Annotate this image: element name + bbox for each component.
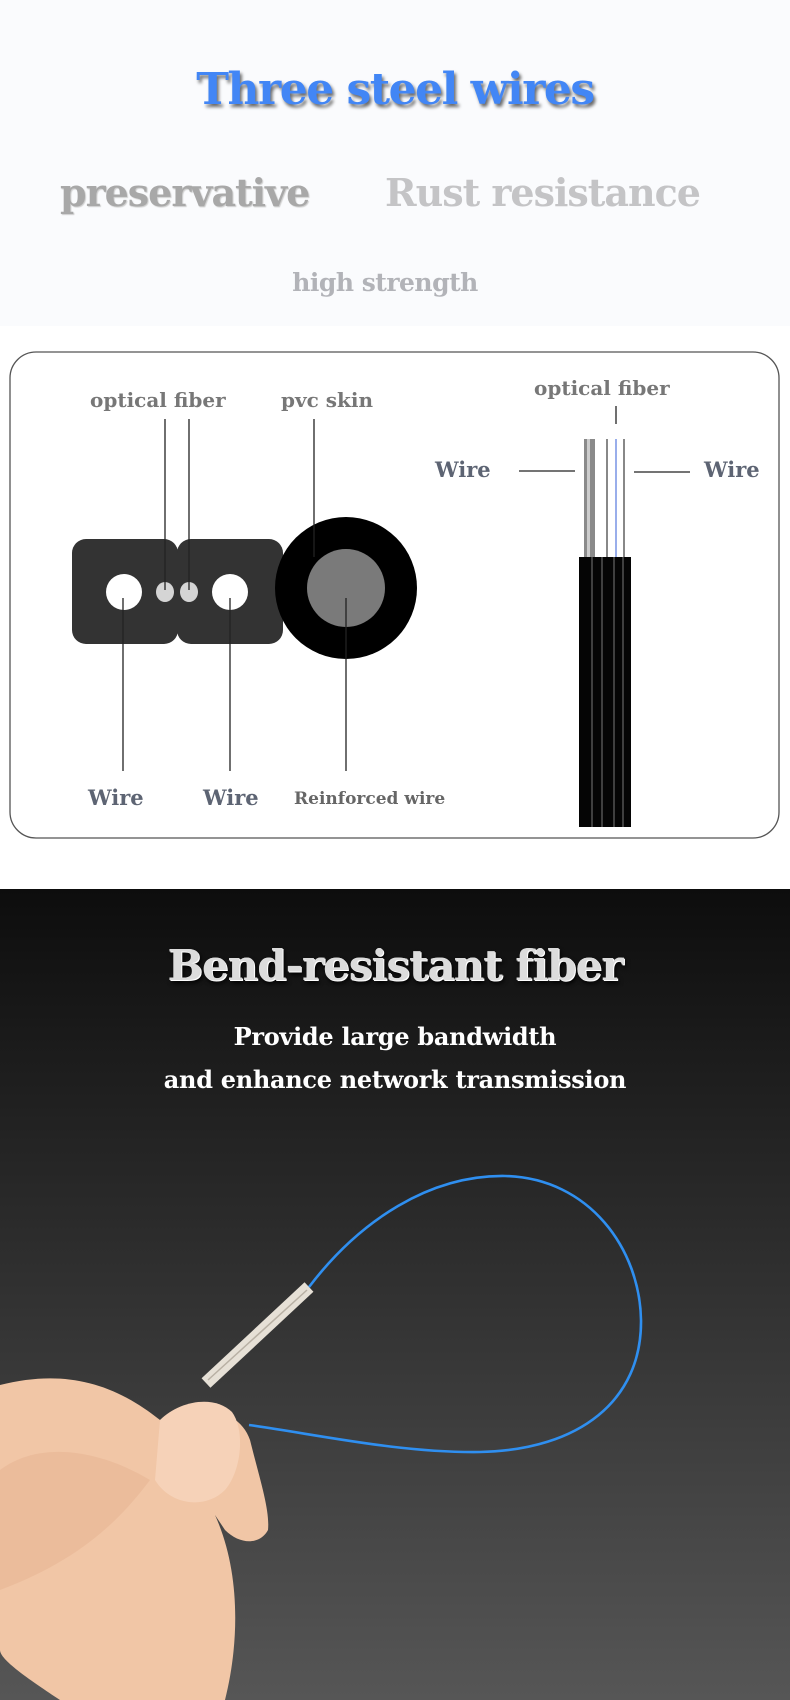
label-pvc-skin: pvc skin [281, 388, 373, 412]
header-section: Three steel wires preservative Rust resi… [0, 0, 790, 326]
label-side-optical-fiber: optical fiber [534, 376, 670, 400]
reinforced-wire-core [307, 549, 385, 627]
cable-diagram: optical fiber pvc skin Wire Wire Reinfor… [0, 326, 790, 889]
fiber-core-1 [156, 582, 174, 602]
label-wire-right: Wire [202, 785, 259, 810]
label-side-wire-right: Wire [703, 457, 760, 482]
wire-hole-right [212, 574, 248, 610]
wire-hole-left [106, 574, 142, 610]
feature-rust-resistance: Rust resistance [385, 170, 701, 215]
feature-preservative: preservative [60, 170, 310, 215]
promo-section: Bend-resistant fiber Provide large bandw… [0, 889, 790, 1700]
fiber-loop [248, 1174, 643, 1454]
side-cable-jacket [579, 557, 631, 827]
promo-line-2: and enhance network transmission [163, 1065, 627, 1094]
label-optical-fiber: optical fiber [90, 388, 226, 412]
label-side-wire-left: Wire [434, 457, 491, 482]
thumb [155, 1401, 241, 1503]
feature-high-strength: high strength [292, 268, 478, 297]
promo-line-1: Provide large bandwidth [233, 1022, 557, 1051]
label-wire-left: Wire [87, 785, 144, 810]
promo-title: Bend-resistant fiber [0, 941, 790, 990]
cable-diagram-svg: optical fiber pvc skin Wire Wire Reinfor… [9, 351, 780, 839]
fiber-photo [0, 1174, 643, 1700]
page-title: Three steel wires [196, 64, 595, 115]
label-reinforced-wire: Reinforced wire [294, 789, 445, 809]
fiber-core-2 [180, 582, 198, 602]
